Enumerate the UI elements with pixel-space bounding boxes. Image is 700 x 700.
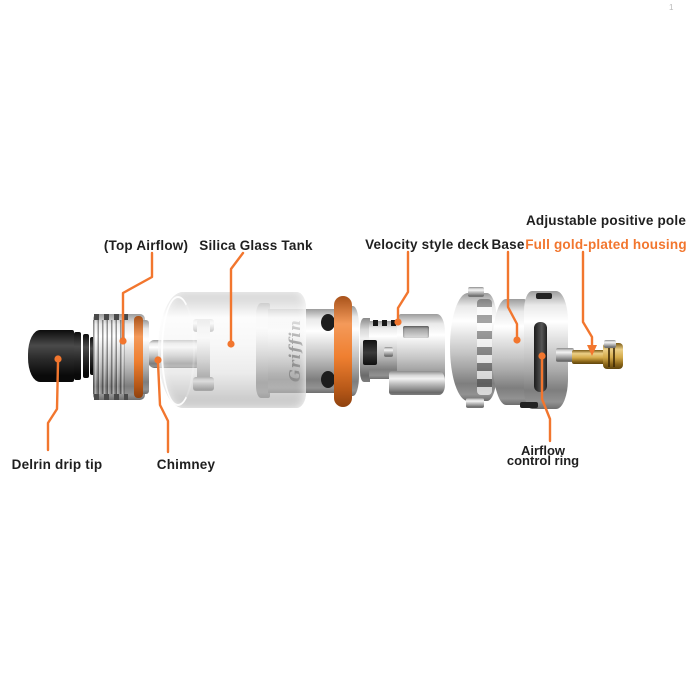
label-top-airflow: (Top Airflow): [103, 238, 189, 253]
label-base: Base: [491, 237, 525, 252]
drip-tip-body: [28, 330, 74, 382]
label-airflow-control-ring-line2: control ring: [506, 453, 580, 468]
top-cap-teeth-bottom: [94, 394, 128, 400]
deck-post-screw: [384, 347, 393, 357]
label-delrin-drip-tip: Delrin drip tip: [11, 457, 103, 472]
pin-slot-line-2: [613, 345, 615, 367]
label-adjustable-positive-pole: Adjustable positive pole: [525, 213, 687, 228]
deck-barrel-notch: [403, 326, 429, 338]
label-chimney: Chimney: [156, 457, 216, 472]
airflow-slot: [534, 322, 547, 392]
top-cap-o-ring: [134, 316, 143, 398]
tank-o-ring: [334, 296, 352, 407]
label-silica-glass-tank: Silica Glass Tank: [199, 238, 313, 253]
pin-slot-line-1: [608, 345, 610, 367]
deck-post-block: [363, 340, 377, 365]
glass-tank-part: [158, 292, 306, 408]
drip-tip-ridge-2: [83, 334, 89, 378]
top-cap-lip: [143, 320, 149, 394]
deck-vent-hole-1: [373, 320, 378, 326]
base-notch-bottom: [520, 402, 538, 408]
stray-mark: 1: [669, 3, 674, 12]
drip-tip-ridge-1: [74, 332, 81, 380]
pin-connector-rod: [556, 348, 574, 362]
top-cap-teeth-top: [94, 314, 128, 320]
label-airflow-control-ring: Airflow control ring: [506, 443, 580, 468]
juice-hole-bottom: [321, 371, 335, 388]
label-full-gold-plated-housing: Full gold-plated housing: [525, 237, 687, 252]
deck-bottom-skirt: [389, 371, 445, 395]
lock-ring-tooth-top: [468, 287, 484, 297]
drip-tip-ridge-3: [90, 337, 95, 375]
top-cap-knurling: [93, 320, 125, 394]
pin-head-cap: [604, 340, 616, 348]
pin-shaft: [572, 350, 606, 364]
juice-hole-top: [321, 314, 335, 331]
base-flange: [492, 299, 528, 405]
label-airflow-control-ring-line1: Airflow: [520, 443, 566, 458]
lock-ring-part: [450, 293, 497, 401]
base-notch-top: [536, 293, 552, 299]
leader-gold-housing: [581, 250, 597, 356]
tank-body-right-lip: [350, 306, 359, 396]
deck-vent-hole-2: [382, 320, 387, 326]
lock-ring-tooth-bottom: [466, 398, 484, 408]
label-velocity-style-deck: Velocity style deck: [365, 237, 489, 252]
deck-vent-hole-3: [391, 320, 396, 326]
